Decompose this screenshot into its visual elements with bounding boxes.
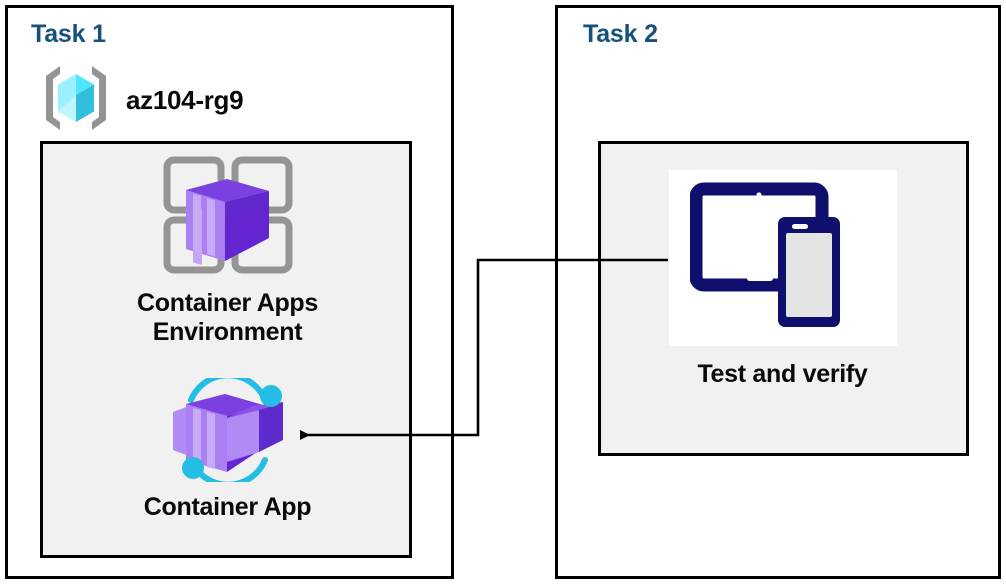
node-test-and-verify: Test and verify — [650, 170, 915, 389]
container-app-icon — [153, 372, 303, 488]
container-apps-environment-icon — [153, 152, 303, 283]
task-2-title: Task 2 — [583, 20, 658, 48]
test-and-verify-icon-plate — [668, 170, 897, 346]
task-1-title: Task 1 — [31, 20, 106, 48]
test-and-verify-devices-icon — [689, 181, 876, 336]
resource-group-icon — [38, 60, 114, 141]
node-label-container-app: Container App — [143, 493, 312, 521]
resource-group-header: az104-rg9 — [38, 60, 244, 141]
node-container-app: Container App — [85, 372, 370, 522]
resource-group-name: az104-rg9 — [126, 85, 244, 115]
node-label-container-apps-environment: Container Apps Environment — [137, 289, 318, 346]
node-container-apps-environment: Container Apps Environment — [85, 152, 370, 347]
node-label-test-and-verify: Test and verify — [697, 360, 868, 388]
